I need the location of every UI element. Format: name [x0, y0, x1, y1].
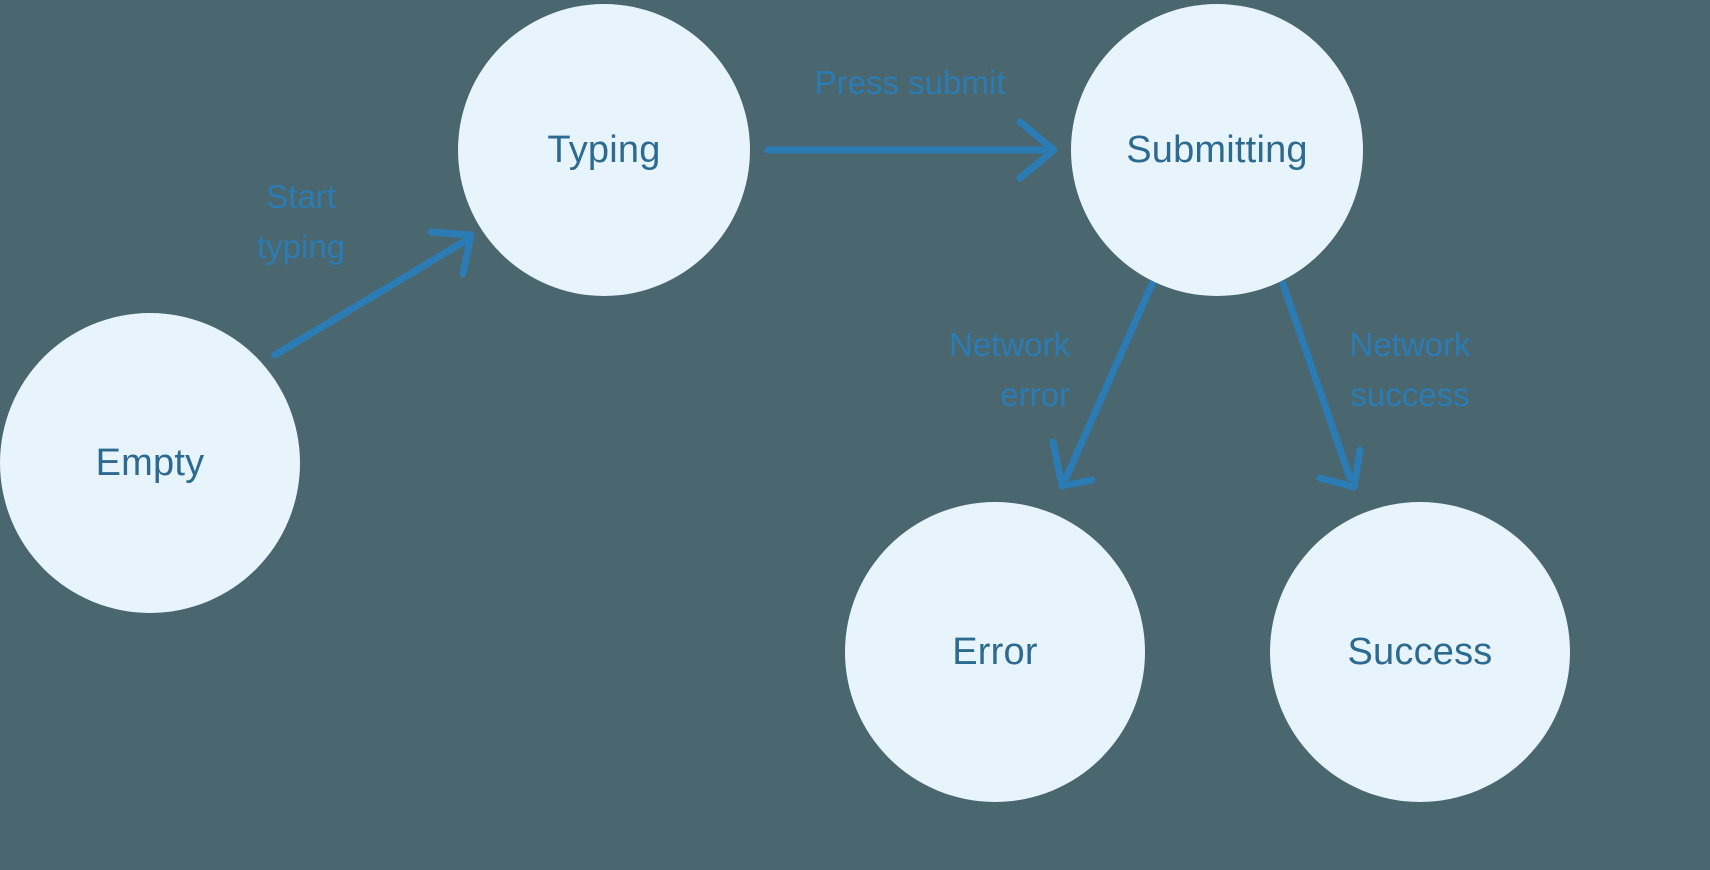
edge-label-network-error: Network error — [948, 326, 1070, 413]
state-node-error-label: Error — [952, 631, 1038, 673]
state-node-success[interactable]: Success — [1270, 502, 1570, 802]
state-node-submitting-label: Submitting — [1126, 129, 1308, 171]
edge-label-network-success: Network success — [1349, 326, 1471, 413]
edge-label-start-typing: Start typing — [256, 178, 346, 265]
state-node-success-label: Success — [1347, 631, 1493, 673]
edge-submitting-to-error — [1049, 280, 1156, 490]
state-node-empty-label: Empty — [95, 442, 205, 484]
state-node-error[interactable]: Error — [845, 502, 1145, 802]
edge-submitting-to-success — [1279, 280, 1364, 491]
edge-typing-to-submitting — [764, 118, 1058, 182]
state-node-typing[interactable]: Typing — [458, 4, 750, 296]
state-node-empty[interactable]: Empty — [0, 313, 300, 613]
state-node-submitting[interactable]: Submitting — [1071, 4, 1363, 296]
edge-label-press-submit: Press submit — [814, 64, 1006, 101]
state-node-typing-label: Typing — [547, 129, 661, 171]
edge-empty-to-typing — [271, 228, 475, 359]
